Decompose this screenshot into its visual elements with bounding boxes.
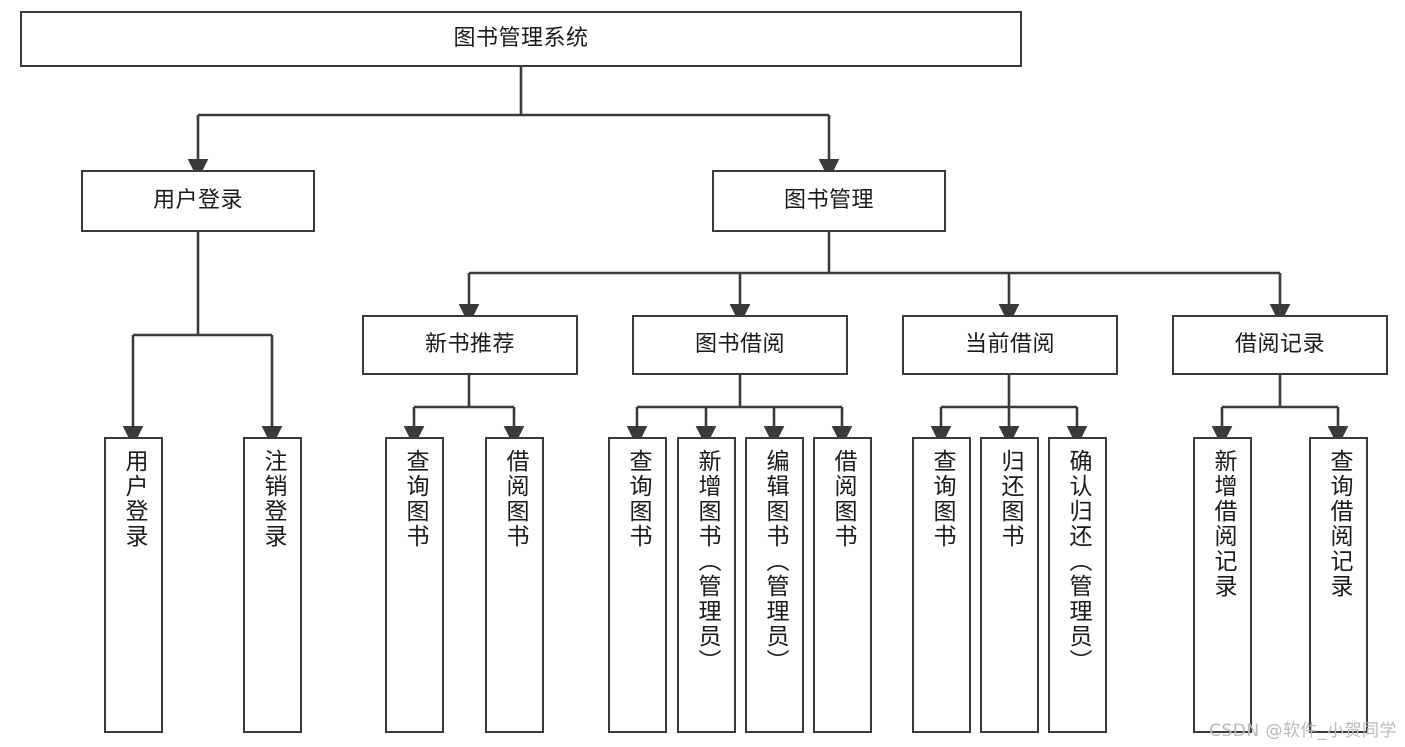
node-leaf-edit-book-admin[interactable]: 编辑图书（管理员） <box>745 437 804 733</box>
node-root-book-management-system[interactable]: 图书管理系统 <box>20 11 1022 67</box>
node-label: 图书借阅 <box>694 331 785 357</box>
node-label: 当前借阅 <box>964 331 1055 357</box>
node-label: 图书管理 <box>783 187 874 213</box>
node-label: 新增借阅记录 <box>1210 449 1236 599</box>
node-current-borrow[interactable]: 当前借阅 <box>902 315 1118 375</box>
node-leaf-add-book-admin[interactable]: 新增图书（管理员） <box>677 437 736 733</box>
node-leaf-borrow-book[interactable]: 借阅图书 <box>813 437 872 733</box>
node-leaf-logout[interactable]: 注销登录 <box>243 437 302 733</box>
node-leaf-query-book-borrow[interactable]: 查询图书 <box>608 437 667 733</box>
node-label: 新增图书（管理员） <box>694 449 720 674</box>
node-label: 确认归还（管理员） <box>1065 449 1091 674</box>
node-label: 查询图书 <box>625 449 651 549</box>
node-label: 新书推荐 <box>424 331 515 357</box>
node-leaf-borrow-book-recommend[interactable]: 借阅图书 <box>485 437 544 733</box>
node-leaf-return-book[interactable]: 归还图书 <box>980 437 1039 733</box>
node-leaf-user-login[interactable]: 用户登录 <box>104 437 163 733</box>
node-label: 查询图书 <box>929 449 955 549</box>
node-label: 编辑图书（管理员） <box>762 449 788 674</box>
node-label: 查询借阅记录 <box>1326 449 1352 599</box>
node-new-book-recommend[interactable]: 新书推荐 <box>362 315 578 375</box>
node-label: 用户登录 <box>121 449 147 549</box>
node-leaf-confirm-return-admin[interactable]: 确认归还（管理员） <box>1048 437 1107 733</box>
node-leaf-query-borrow-record[interactable]: 查询借阅记录 <box>1309 437 1368 733</box>
node-label: 图书管理系统 <box>453 25 589 51</box>
watermark-text: CSDN @软件_小贺同学 <box>1209 721 1397 741</box>
node-leaf-add-borrow-record[interactable]: 新增借阅记录 <box>1193 437 1252 733</box>
node-book-management[interactable]: 图书管理 <box>712 170 946 232</box>
node-borrow-record[interactable]: 借阅记录 <box>1172 315 1388 375</box>
node-user-login[interactable]: 用户登录 <box>81 170 315 232</box>
node-label: 用户登录 <box>152 187 243 213</box>
node-label: 借阅图书 <box>830 449 856 549</box>
node-label: 归还图书 <box>997 449 1023 549</box>
node-label: 查询图书 <box>402 449 428 549</box>
node-label: 注销登录 <box>260 449 286 549</box>
node-label: 借阅记录 <box>1234 331 1325 357</box>
node-leaf-query-book-recommend[interactable]: 查询图书 <box>385 437 444 733</box>
node-book-borrow[interactable]: 图书借阅 <box>632 315 848 375</box>
node-leaf-query-book-current[interactable]: 查询图书 <box>912 437 971 733</box>
node-label: 借阅图书 <box>502 449 528 549</box>
